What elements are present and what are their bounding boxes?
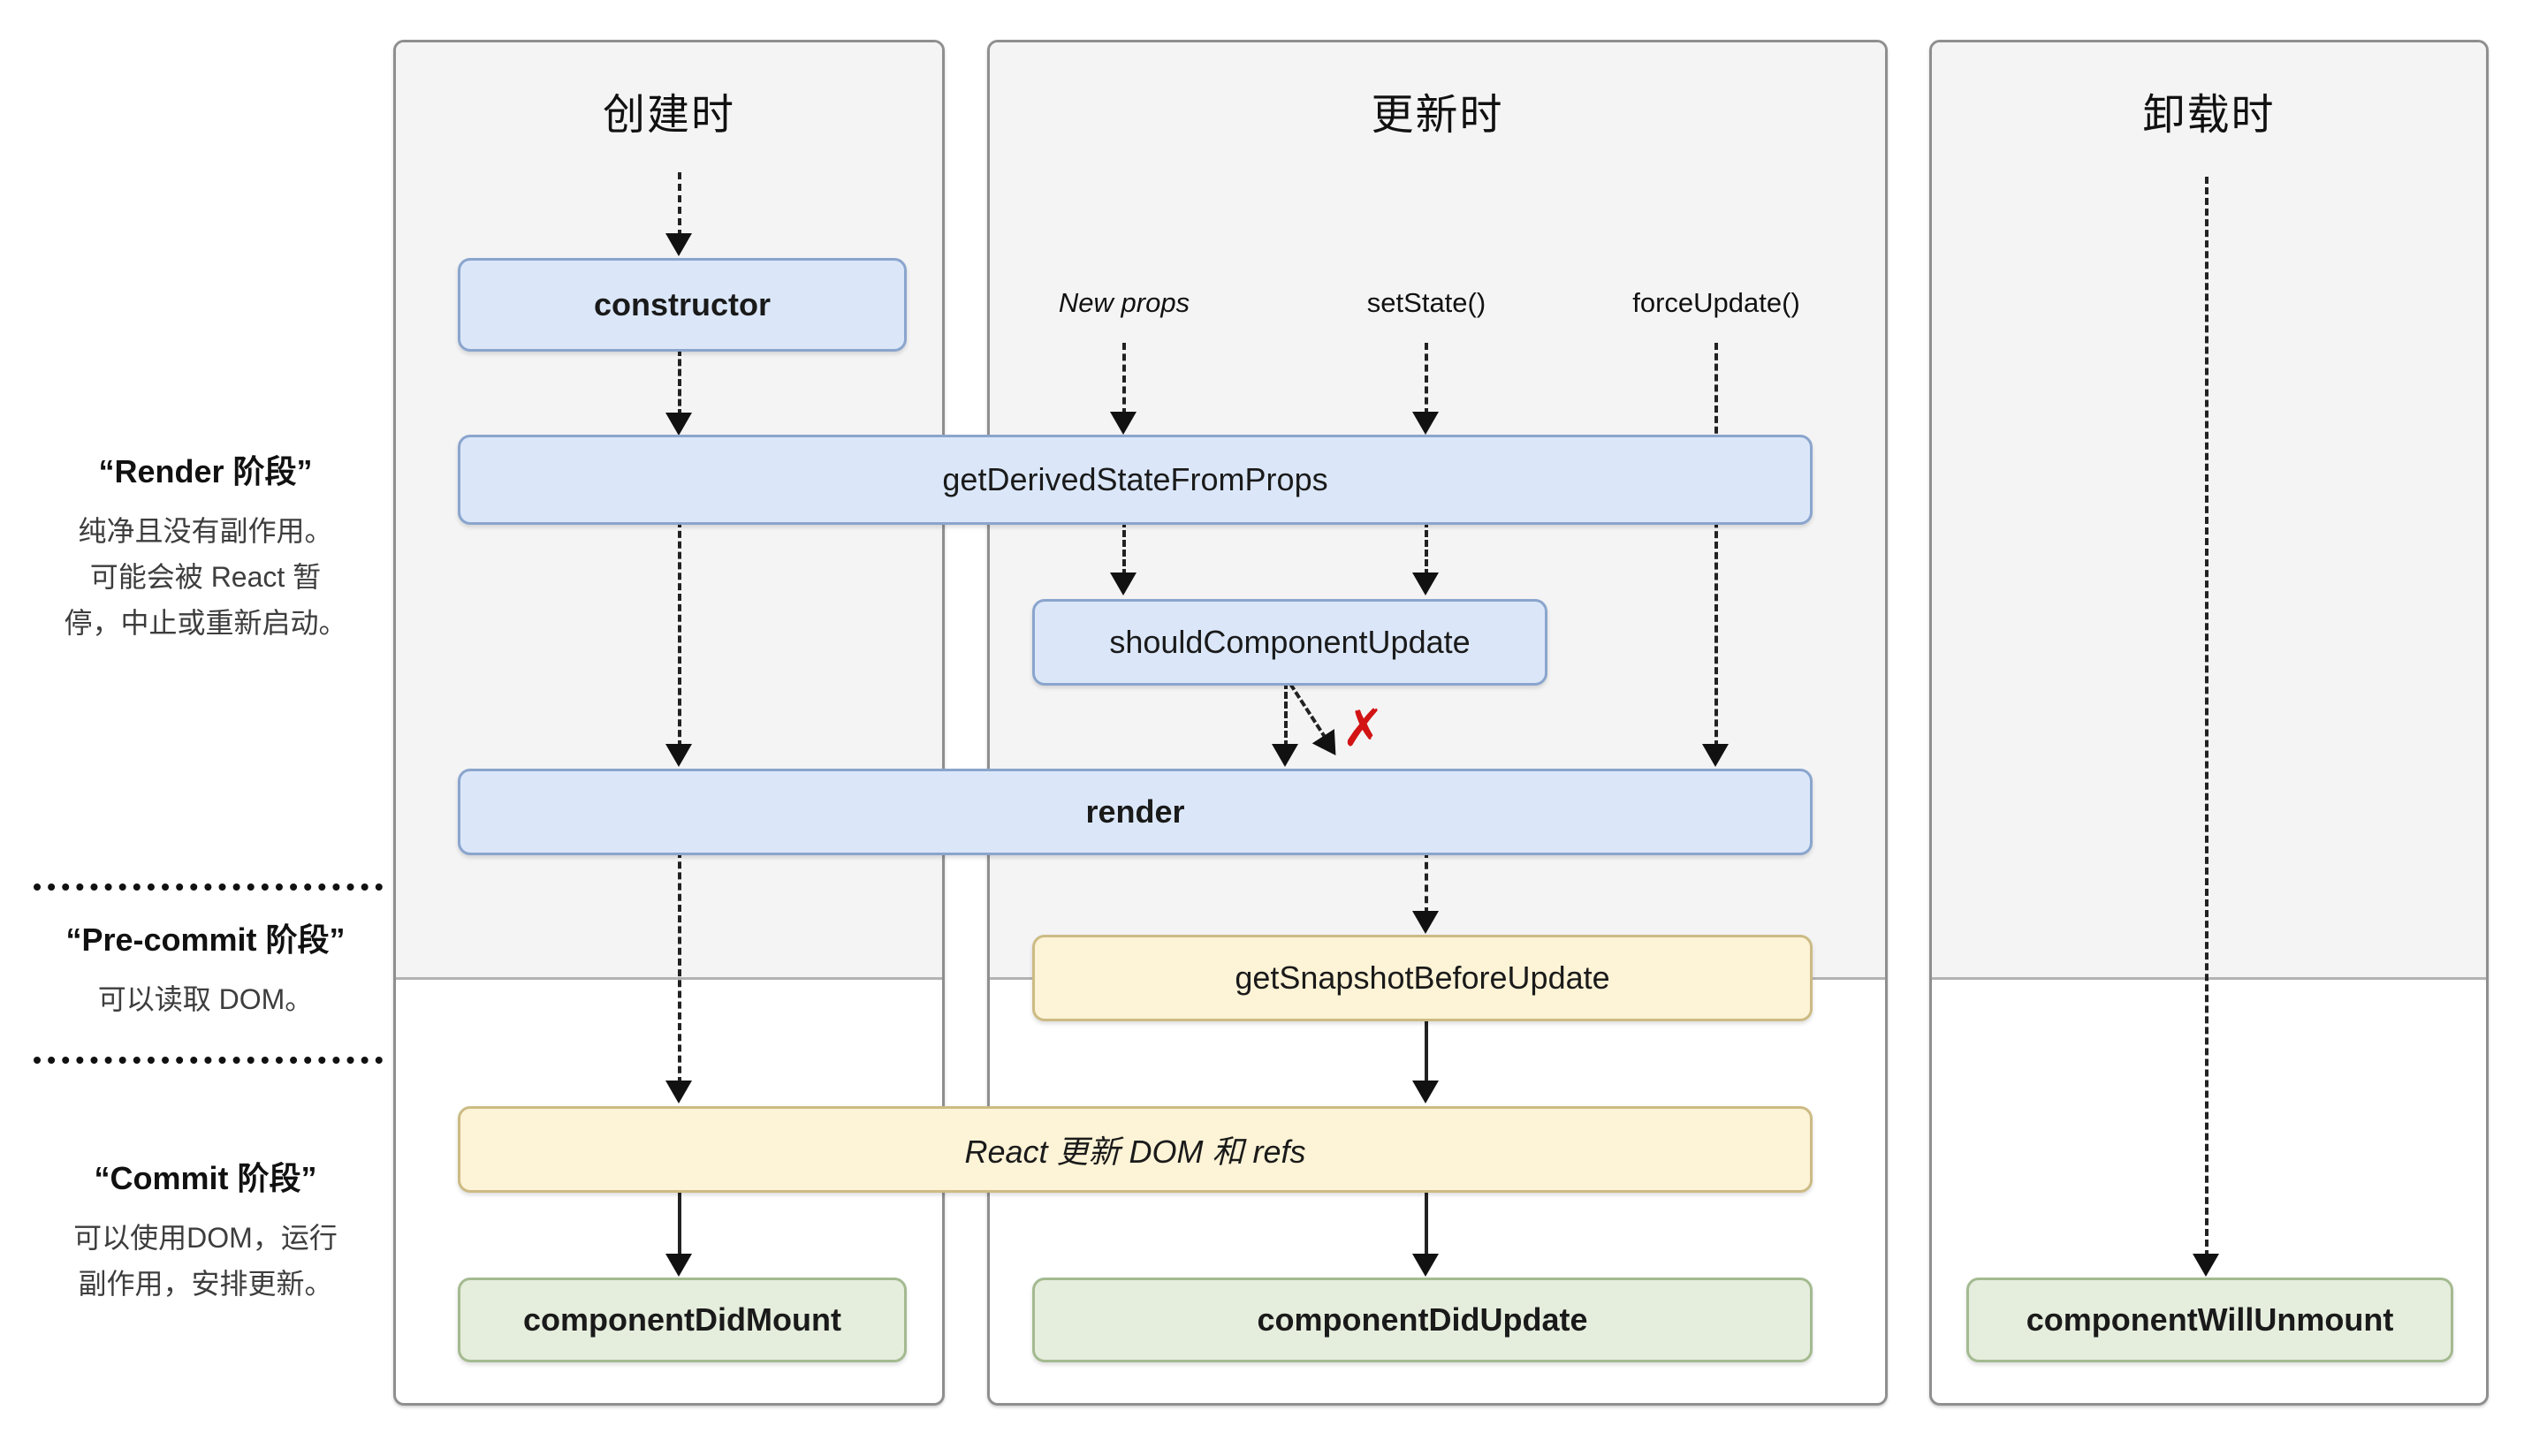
commit-phase-note: “Commit 阶段” 可以使用DOM，运行 副作用，安排更新。 [22, 1153, 389, 1307]
node-get-derived-state-from-props: getDerivedStateFromProps [458, 435, 1813, 525]
node-constructor: constructor [458, 258, 907, 352]
column-mounting-title: 创建时 [602, 92, 735, 139]
phase-separator-line [34, 1057, 383, 1064]
node-react-updates-dom: React 更新 DOM 和 refs [458, 1106, 1813, 1193]
commit-phase-title: “Commit 阶段” [94, 1160, 317, 1196]
column-unmounting-title: 卸载时 [2142, 92, 2276, 139]
render-phase-title: “Render 阶段” [98, 453, 313, 489]
trigger-new-props: New props [1058, 287, 1190, 318]
phase-separator-line [34, 883, 383, 891]
column-unmounting: 卸载时 [1929, 40, 2489, 1406]
node-component-did-update: componentDidUpdate [1032, 1278, 1813, 1362]
node-render: render [458, 769, 1813, 855]
render-phase-desc-line: 纯净且没有副作用。 [78, 515, 333, 547]
node-component-will-unmount: componentWillUnmount [1966, 1278, 2453, 1362]
column-updating-title: 更新时 [1371, 92, 1504, 139]
node-get-snapshot-before-update: getSnapshotBeforeUpdate [1032, 935, 1813, 1021]
render-phase-note: “Render 阶段” 纯净且没有副作用。 可能会被 React 暂 停，中止或… [22, 446, 389, 646]
cancel-x-icon: ✗ [1342, 700, 1385, 757]
column-updating: 更新时 [987, 40, 1888, 1406]
render-phase-background [1932, 42, 2486, 980]
trigger-set-state: setState() [1366, 287, 1486, 318]
pre-commit-phase-note: “Pre-commit 阶段” 可以读取 DOM。 [22, 914, 389, 1022]
trigger-force-update: forceUpdate() [1632, 287, 1800, 318]
render-phase-desc-line: 可能会被 React 暂 [89, 561, 322, 593]
commit-phase-desc-line: 可以使用DOM，运行 [73, 1222, 338, 1254]
pre-commit-phase-desc-line: 可以读取 DOM。 [97, 983, 314, 1015]
node-component-did-mount: componentDidMount [458, 1278, 907, 1362]
node-should-component-update: shouldComponentUpdate [1032, 599, 1547, 686]
pre-commit-phase-title: “Pre-commit 阶段” [65, 921, 346, 958]
render-phase-desc-line: 停，中止或重新启动。 [64, 607, 347, 639]
commit-phase-desc-line: 副作用，安排更新。 [78, 1268, 333, 1300]
